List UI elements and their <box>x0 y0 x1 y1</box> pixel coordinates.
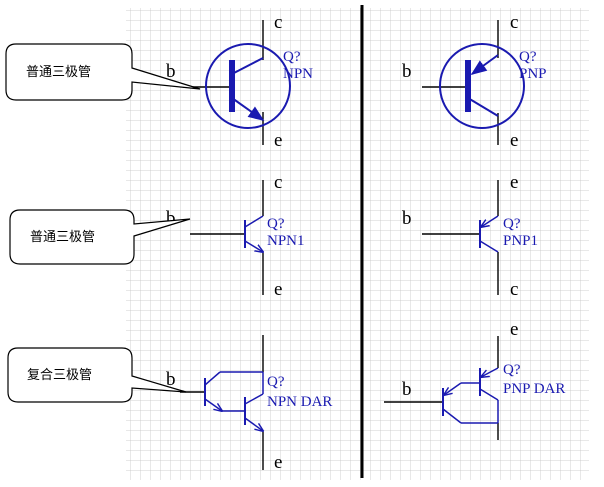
pnp-darlington: b e Q? PNP DAR <box>384 319 565 440</box>
callout-3-text: 复合三极管 <box>27 368 92 383</box>
npn-darlington: b e Q? NPN DAR <box>166 335 332 473</box>
part-name: NPN1 <box>267 233 305 249</box>
pnp-transistor: b c e Q? PNP <box>402 12 547 151</box>
pin-e-label: e <box>274 130 282 151</box>
callout-1: 普通三极管 <box>5 43 201 101</box>
pin-e-label: e <box>510 130 518 151</box>
npn1-transistor: b c e Q? NPN1 <box>166 172 305 300</box>
pnp1-transistor: b e c Q? PNP1 <box>402 172 538 300</box>
pin-e-label: e <box>510 172 518 193</box>
part-name: PNP DAR <box>503 381 565 397</box>
pin-e-label: e <box>510 319 518 340</box>
part-name: PNP <box>519 66 547 82</box>
pin-b-label: b <box>166 208 176 229</box>
callout-1-text: 普通三极管 <box>26 65 91 80</box>
callout-3: 复合三极管 <box>7 347 187 403</box>
pin-b-label: b <box>402 208 412 229</box>
pin-c-label: c <box>510 279 518 300</box>
ref-designator: Q? <box>503 362 521 378</box>
npn-transistor: b c e Q? NPN <box>166 12 313 151</box>
callout-2: 普通三极管 <box>9 209 191 265</box>
callout-2-text: 普通三极管 <box>30 230 95 245</box>
pin-c-label: c <box>274 172 282 193</box>
pin-b-label: b <box>166 369 176 390</box>
ref-designator: Q? <box>283 49 301 65</box>
part-name: PNP1 <box>503 233 538 249</box>
ref-designator: Q? <box>519 49 537 65</box>
ref-designator: Q? <box>503 216 521 232</box>
pin-c-label: c <box>274 12 282 33</box>
part-name: NPN <box>283 66 313 82</box>
part-name: NPN DAR <box>267 394 332 410</box>
pin-e-label: e <box>274 279 282 300</box>
ref-designator: Q? <box>267 374 285 390</box>
pin-b-label: b <box>166 61 176 82</box>
ref-designator: Q? <box>267 216 285 232</box>
pin-e-label: e <box>274 452 282 473</box>
pin-b-label: b <box>402 61 412 82</box>
pin-b-label: b <box>402 379 412 400</box>
pin-c-label: c <box>510 12 518 33</box>
